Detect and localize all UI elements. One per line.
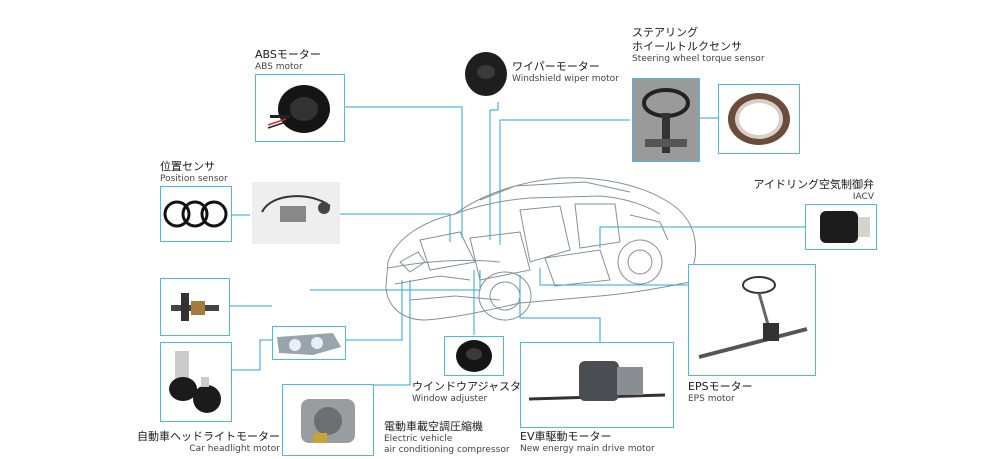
compressor-icon (301, 399, 355, 443)
wiper-motor-image (462, 48, 508, 100)
headlight-motor-box (160, 342, 232, 422)
steering-sensor-label: ステアリング ホイールトルクセンサ Steering wheel torque … (632, 26, 765, 65)
steering-sensor-jp1: ステアリング (632, 26, 698, 39)
actuator-icon (171, 293, 219, 321)
steering-sensor-jp2: ホイールトルクセンサ (632, 39, 742, 53)
o-ring-icon (163, 200, 228, 228)
iacv-image-box (805, 204, 877, 250)
headlight-motor-en: Car headlight motor (189, 443, 280, 454)
steering-photo-box (632, 78, 700, 162)
abs-motor-icon (267, 85, 330, 133)
torque-sensor-ring-icon (728, 93, 790, 145)
wiper-motor-icon (465, 52, 507, 96)
steering-wheel-photo-icon (633, 79, 699, 161)
headlight-actuator-box (160, 278, 230, 336)
window-adjuster-label: ウインドウアジャスタ Window adjuster (412, 380, 521, 405)
headlight-lamp-icon (277, 333, 341, 355)
headlight-motor-label: 自動車ヘッドライトモーター Car headlight motor (120, 430, 280, 455)
sensor-harness-icon (261, 195, 331, 222)
wiper-motor-label: ワイパーモーター Windshield wiper motor (512, 60, 619, 85)
position-sensor-label: 位置センサ Position sensor (160, 160, 228, 185)
iacv-en: IACV (852, 191, 874, 202)
abs-motor-label: ABSモーター ABS motor (255, 48, 321, 73)
window-adjuster-en: Window adjuster (412, 393, 488, 404)
window-adjuster-icon (456, 340, 492, 372)
eps-motor-jp: EPSモーター (688, 380, 753, 393)
steering-sensor-en: Steering wheel torque sensor (632, 53, 765, 64)
ev-drive-motor-box (520, 342, 674, 428)
drive-motor-icon (528, 361, 666, 401)
wiper-motor-jp: ワイパーモーター (512, 60, 600, 73)
eps-motor-label: EPSモーター EPS motor (688, 380, 753, 405)
position-sensor-jp: 位置センサ (160, 160, 215, 173)
position-sensor-photo (252, 182, 340, 244)
ac-compressor-box (282, 384, 374, 456)
motor-cylinder-icon (169, 351, 221, 413)
position-rings-box (160, 186, 232, 242)
abs-motor-jp: ABSモーター (255, 48, 321, 61)
torque-sensor-box (718, 84, 800, 154)
window-adjuster-jp: ウインドウアジャスタ (412, 380, 522, 393)
abs-motor-image-box (255, 74, 345, 142)
car-wireframe-icon (385, 177, 697, 321)
iacv-label: アイドリング空気制御弁 IACV (752, 178, 874, 203)
wiper-motor-en: Windshield wiper motor (512, 73, 619, 84)
abs-motor-en: ABS motor (255, 61, 303, 72)
ac-compressor-en2: air conditioning compressor (384, 445, 510, 455)
eps-steering-rack-icon (698, 276, 808, 359)
window-adjuster-box (444, 336, 504, 376)
ev-drive-motor-label: EV車駆動モーター New energy main drive motor (520, 430, 655, 455)
ac-compressor-en1: Electric vehicle (384, 433, 453, 444)
iacv-valve-icon (820, 211, 870, 243)
position-sensor-en: Position sensor (160, 173, 228, 184)
headlight-motor-jp: 自動車ヘッドライトモーター (137, 430, 280, 443)
headlight-lamp-box (272, 326, 346, 360)
ac-compressor-jp: 電動車載空調圧縮機 (384, 420, 483, 433)
ac-compressor-label: 電動車載空調圧縮機 Electric vehicle air condition… (384, 420, 510, 456)
ev-drive-motor-jp: EV車駆動モーター (520, 430, 612, 443)
ev-drive-motor-en: New energy main drive motor (520, 443, 655, 454)
eps-motor-en: EPS motor (688, 393, 735, 404)
eps-motor-box (688, 264, 816, 376)
iacv-jp: アイドリング空気制御弁 (753, 178, 874, 191)
